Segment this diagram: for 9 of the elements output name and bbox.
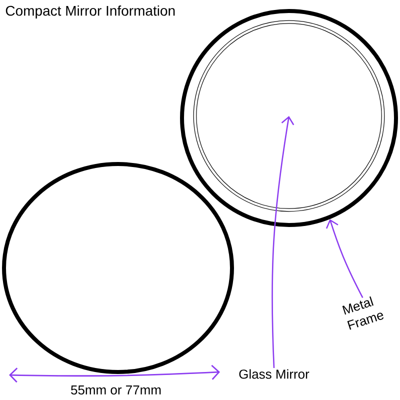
callout-text: Glass Mirror — [239, 369, 310, 379]
frame-ring — [180, 9, 398, 227]
title: Compact Mirror Information — [6, 5, 175, 19]
dimension-text: 55mm or 77mm — [71, 385, 161, 395]
compact-circle — [2, 162, 234, 374]
leader-arrow — [272, 116, 294, 368]
leader-arrow — [326, 219, 364, 298]
mirror-circle — [193, 20, 385, 212]
callout-text: Metal Frame — [342, 296, 384, 330]
